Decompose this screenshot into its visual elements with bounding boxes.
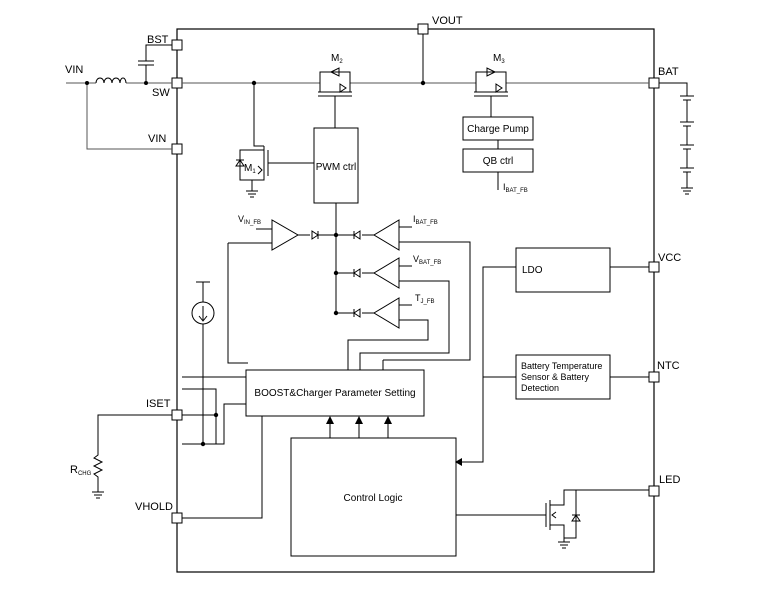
pin-vout-label: VOUT <box>432 15 463 27</box>
m2-label: M2 <box>331 53 343 65</box>
battery-detection-line2: Sensor & Battery <box>521 372 590 382</box>
pwm-ctrl-box <box>313 127 359 204</box>
led-driver-transistor-icon <box>545 489 649 549</box>
logic-to-setting-arrows <box>326 416 392 438</box>
rchg-label: RCHG <box>70 464 92 477</box>
pin-vhold-label: VHOLD <box>135 501 173 513</box>
pin-sw-label: SW <box>152 87 170 99</box>
pin-iset-label: ISET <box>146 398 171 410</box>
pin-vcc-label: VCC <box>658 252 681 264</box>
vbat-fb-label: VBAT_FB <box>413 254 441 266</box>
battery-icon <box>659 82 694 195</box>
pin-bst-label: BST <box>147 34 169 46</box>
battery-detection-line3: Detection <box>521 383 559 393</box>
pwm-ctrl-label: PWM ctrl <box>316 162 357 173</box>
m3-label: M3 <box>493 53 505 65</box>
ldo-box <box>515 247 611 293</box>
transistor-m2-icon <box>318 67 352 128</box>
junction-fb-2 <box>333 270 339 276</box>
battery-detection-line1: Battery Temperature <box>521 361 602 371</box>
qb-ibat-label: IBAT_FB <box>503 182 528 194</box>
amp-vin-icon <box>228 219 336 251</box>
boost-setting-box <box>245 369 425 417</box>
chip-outline <box>176 28 655 573</box>
qb-ctrl-label: QB ctrl <box>483 156 514 167</box>
current-source-icon <box>191 281 215 444</box>
junction-fb-1 <box>333 232 339 238</box>
pin-ntc: NTC <box>648 360 680 383</box>
pin-vhold: VHOLD <box>135 501 183 524</box>
tj-fb-label: TJ_FB <box>415 293 435 305</box>
pin-vin-label: VIN <box>148 133 166 145</box>
vin-supply-label: VIN <box>65 64 83 76</box>
junction-sw-ext <box>144 81 148 85</box>
junction-iset-2 <box>213 412 219 418</box>
inductor-icon <box>95 77 127 84</box>
ibat-fb-label: IBAT_FB <box>413 214 438 226</box>
charge-pump-label: Charge Pump <box>467 124 529 135</box>
vin-fb-label: VIN_FB <box>238 214 261 226</box>
bst-capacitor-icon <box>138 44 172 83</box>
battery-detection-box <box>515 354 611 400</box>
m1-label: M1 <box>244 163 256 175</box>
junction-vin <box>85 81 89 85</box>
pin-vcc: VCC <box>648 252 681 273</box>
junction-fb-3 <box>333 310 339 316</box>
amp-ibat-icon <box>336 219 471 361</box>
ldo-label: LDO <box>522 265 543 276</box>
status-bus-wire <box>462 266 516 463</box>
transistor-m3-icon <box>474 67 508 117</box>
pin-led: LED <box>648 474 680 497</box>
iset-wires <box>182 376 263 519</box>
transistor-m1-icon <box>235 146 314 198</box>
status-bus-arrow <box>455 458 462 466</box>
amp-vbat-icon <box>336 257 450 370</box>
rchg-resistor-icon <box>92 414 172 499</box>
junction-iset-1 <box>200 441 206 447</box>
m1-drain-wire <box>253 83 264 147</box>
vin-return-wire <box>86 83 172 150</box>
pin-ntc-label: NTC <box>657 360 680 372</box>
control-logic-box <box>290 437 457 557</box>
pin-bat-label: BAT <box>658 66 679 78</box>
vin-amp-to-setting-wire <box>227 243 248 364</box>
pin-led-label: LED <box>659 474 680 486</box>
pin-vout: VOUT <box>417 15 463 35</box>
amp-tj-icon <box>336 297 429 370</box>
boost-setting-label: BOOST&Charger Parameter Setting <box>254 388 415 399</box>
control-logic-label: Control Logic <box>344 493 403 504</box>
